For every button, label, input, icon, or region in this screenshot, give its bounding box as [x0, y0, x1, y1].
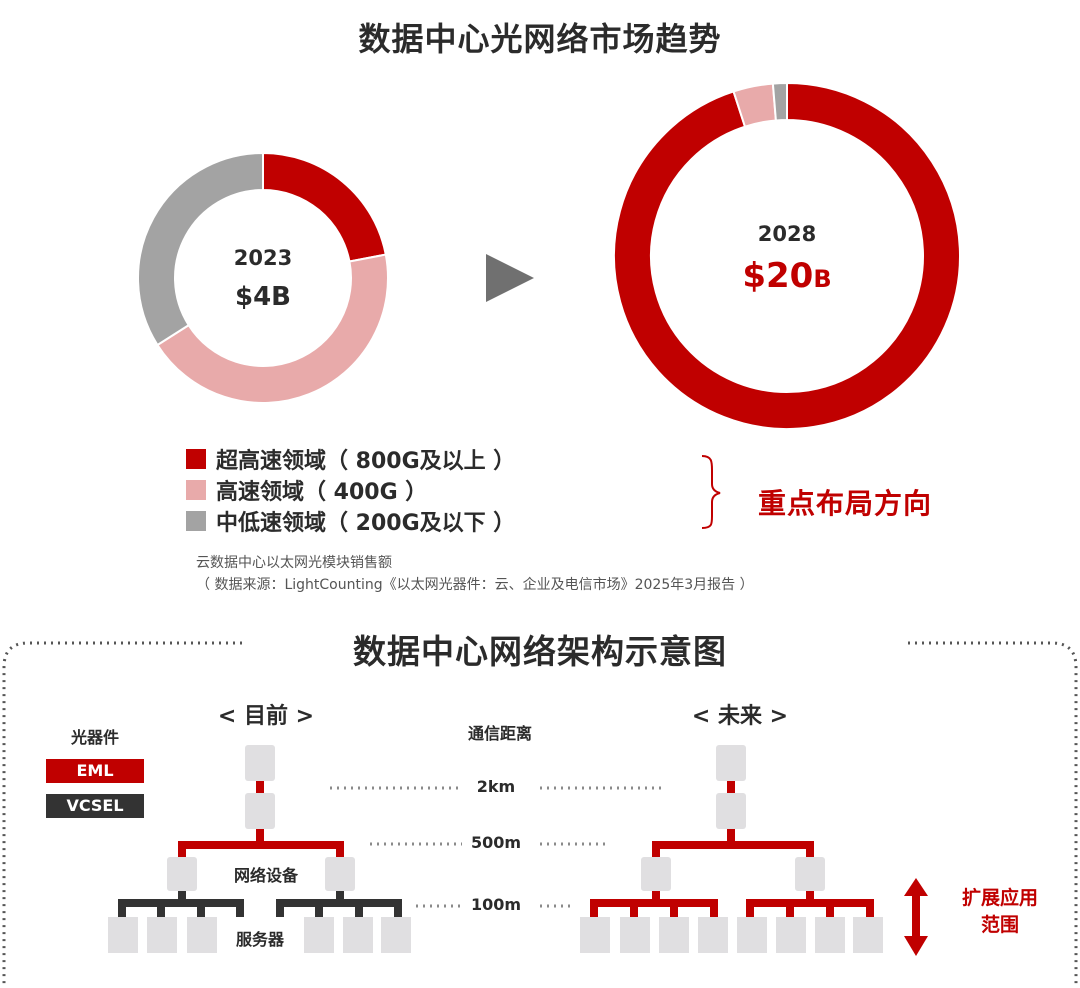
distance-100m: 100m [470, 895, 522, 914]
eml-link [256, 829, 264, 841]
future-network-tree [580, 745, 883, 953]
leaf-switch-node [325, 857, 355, 891]
legend-swatch [186, 480, 206, 500]
leaf-switch-node [795, 857, 825, 891]
future-column-label: < 未来 > [691, 704, 789, 729]
donut-2023-total: $4B [235, 282, 291, 312]
play-arrow-icon [486, 254, 534, 302]
donut-chart-2023 [137, 151, 389, 404]
server-node [815, 917, 845, 953]
legend-label: 高速领域（ 400G ） [216, 480, 428, 505]
distance-guides [330, 786, 664, 908]
server-node [147, 917, 177, 953]
server-node [659, 917, 689, 953]
legend-item-ultra-high-speed: 超高速领域（ 800G及以上 ） [186, 446, 516, 474]
server-node [620, 917, 650, 953]
optics-label: 光器件 [70, 728, 119, 747]
donut-2023-year: 2023 [233, 246, 293, 270]
spine-switch-node [716, 793, 746, 829]
network-equipment-label: 网络设备 [233, 866, 298, 885]
legend-label: 中低速领域（ 200G及以下 ） [216, 511, 516, 536]
legend-item-high-speed: 高速领域（ 400G ） [186, 477, 428, 505]
server-node [381, 917, 411, 953]
donut-2028-total-unit: B [813, 265, 832, 293]
vcsel-bus [118, 899, 244, 907]
focus-direction-label: 重点布局方向 [758, 487, 933, 520]
diagram-frame [2, 641, 1078, 984]
core-switch-node [716, 745, 746, 781]
legend-swatch [186, 449, 206, 469]
legend-label: 超高速领域（ 800G及以上 ） [216, 449, 516, 474]
distance-500m: 500m [470, 833, 522, 852]
donut-2028-total: $20B [707, 256, 867, 296]
source-note-line2: （ 数据来源：LightCounting《以太网光器件：云、企业及电信市场》20… [196, 577, 754, 593]
server-node [108, 917, 138, 953]
eml-link [256, 781, 264, 793]
vcsel-bus [276, 899, 402, 907]
server-node [853, 917, 883, 953]
vcsel-badge: VCSEL [46, 794, 144, 818]
donut-chart-2028 [613, 81, 961, 430]
spine-switch-node [245, 793, 275, 829]
expand-range-label-line1: 扩展应用 [961, 887, 1038, 909]
leaf-switch-node [641, 857, 671, 891]
current-column-label: < 目前 > [217, 704, 315, 729]
leaf-switch-node [167, 857, 197, 891]
distance-header: 通信距离 [467, 724, 532, 743]
donut-slice-1 [613, 81, 961, 430]
server-node [698, 917, 728, 953]
donut-slice-3 [137, 151, 264, 347]
legend-item-mid-low-speed: 中低速领域（ 200G及以下 ） [186, 508, 516, 536]
eml-bus [746, 899, 874, 907]
server-node [187, 917, 217, 953]
source-note-line1: 云数据中心以太网光模块销售额 [196, 555, 392, 571]
donut-2028-year: 2028 [757, 222, 817, 246]
legend-swatch [186, 511, 206, 531]
server-node [343, 917, 373, 953]
server-node [737, 917, 767, 953]
expand-range-label-line2: 范围 [980, 914, 1019, 936]
eml-badge: EML [46, 759, 144, 783]
donut-2028-total-value: $20 [742, 256, 814, 296]
server-node [580, 917, 610, 953]
current-network-tree [108, 745, 411, 953]
server-node [304, 917, 334, 953]
donut-slice-2 [156, 253, 389, 404]
eml-bus [178, 841, 344, 849]
distance-2km: 2km [476, 777, 516, 796]
server-node [776, 917, 806, 953]
market-title: 数据中心光网络市场趋势 [358, 20, 722, 58]
donut-slice-3 [771, 81, 788, 122]
right-brace-icon [701, 455, 721, 529]
double-arrow-icon [904, 878, 928, 956]
core-switch-node [245, 745, 275, 781]
eml-bus [652, 841, 814, 849]
architecture-title: 数据中心网络架构示意图 [353, 632, 727, 671]
eml-bus [590, 899, 718, 907]
server-label: 服务器 [235, 930, 284, 949]
